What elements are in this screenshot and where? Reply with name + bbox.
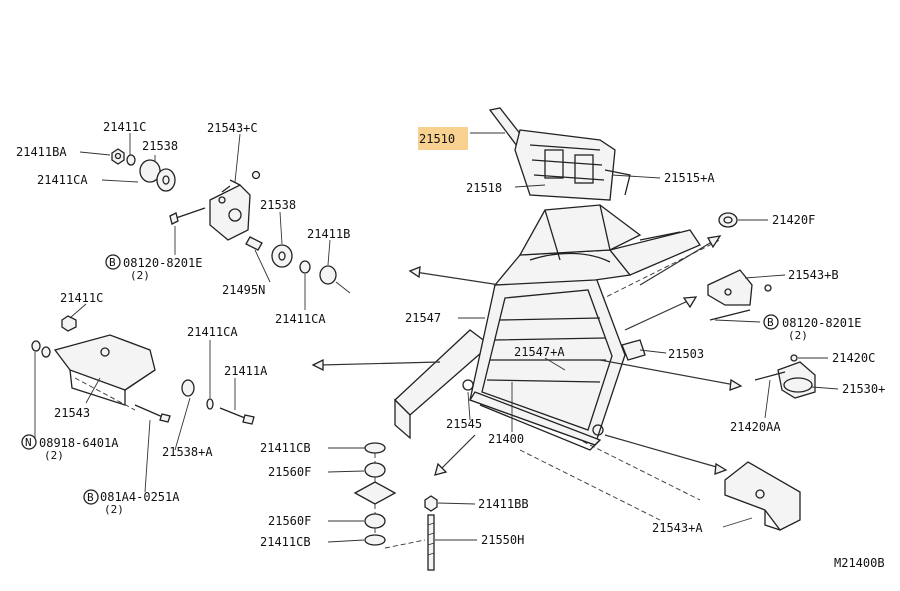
label-21411A: 21411A: [224, 364, 268, 378]
lower-left-mount-parts: [31, 315, 255, 425]
circled-n-letter: N: [25, 436, 32, 449]
label-bolt-left-bottom: 081A4-0251A: [100, 490, 180, 504]
label-21420F: 21420F: [772, 213, 815, 227]
label-21543A: 21543+A: [652, 521, 703, 535]
label-21411BB: 21411BB: [478, 497, 529, 511]
right-side-parts: [707, 212, 816, 531]
circled-b-icon-3: [763, 314, 779, 330]
label-bolt-left-top-qty: (2): [130, 269, 150, 282]
label-21411CB-bottom: 21411CB: [260, 535, 311, 549]
label-21560F-bottom: 21560F: [268, 514, 311, 528]
label-21543B: 21543+B: [788, 268, 839, 282]
label-21411BA: 21411BA: [16, 145, 67, 159]
label-21411C-left: 21411C: [60, 291, 103, 305]
lower-center-parts: [353, 442, 438, 571]
label-21538-top: 21538: [142, 139, 178, 153]
part-labels: 21411BA 21411C 21538 21411CA 21543+C 215…: [16, 120, 885, 570]
label-nut-left: 08918-6401A: [39, 436, 119, 450]
label-21543: 21543: [54, 406, 90, 420]
label-21411B: 21411B: [307, 227, 350, 241]
label-21495N: 21495N: [222, 283, 265, 297]
label-bolt-left-top: 08120-8201E: [123, 256, 202, 270]
leader-lines: [34, 132, 839, 543]
label-21550H: 21550H: [481, 533, 524, 547]
diagram-code: M21400B: [834, 556, 885, 570]
label-21518: 21518: [466, 181, 502, 195]
label-bolt-left-bottom-qty: (2): [104, 503, 124, 516]
label-21545: 21545: [446, 417, 482, 431]
circled-b-letter-2: B: [87, 491, 94, 504]
label-nut-left-qty: (2): [44, 449, 64, 462]
radiator-assembly: [394, 107, 721, 521]
direction-arrows: [311, 235, 743, 476]
circled-b-letter-3: B: [767, 316, 774, 329]
label-21420AA: 21420AA: [730, 420, 781, 434]
label-21547: 21547: [405, 311, 441, 325]
label-21503: 21503: [668, 347, 704, 361]
label-21411CA-left: 21411CA: [187, 325, 238, 339]
label-21560F-top: 21560F: [268, 465, 311, 479]
upper-left-mount-parts: [111, 148, 351, 294]
label-21400: 21400: [488, 432, 524, 446]
circled-b-letter: B: [109, 256, 116, 269]
label-21538A: 21538+A: [162, 445, 213, 459]
label-21411CA-mid: 21411CA: [275, 312, 326, 326]
label-21411CB-top: 21411CB: [260, 441, 311, 455]
label-21411C-top: 21411C: [103, 120, 146, 134]
label-21510: 21510: [419, 132, 455, 146]
label-21543C: 21543+C: [207, 121, 258, 135]
label-bolt-right: 08120-8201E: [782, 316, 861, 330]
label-21420C: 21420C: [832, 351, 875, 365]
label-21547A: 21547+A: [514, 345, 565, 359]
circled-b-icon-2: [83, 489, 99, 505]
label-21411CA-top: 21411CA: [37, 173, 88, 187]
highlight-21510: [418, 127, 468, 150]
circled-b-icon: [105, 254, 121, 270]
label-21538-mid: 21538: [260, 198, 296, 212]
label-21530: 21530+: [842, 382, 885, 396]
label-bolt-right-qty: (2): [788, 329, 808, 342]
circled-n-icon: [21, 434, 37, 450]
label-21515A: 21515+A: [664, 171, 715, 185]
